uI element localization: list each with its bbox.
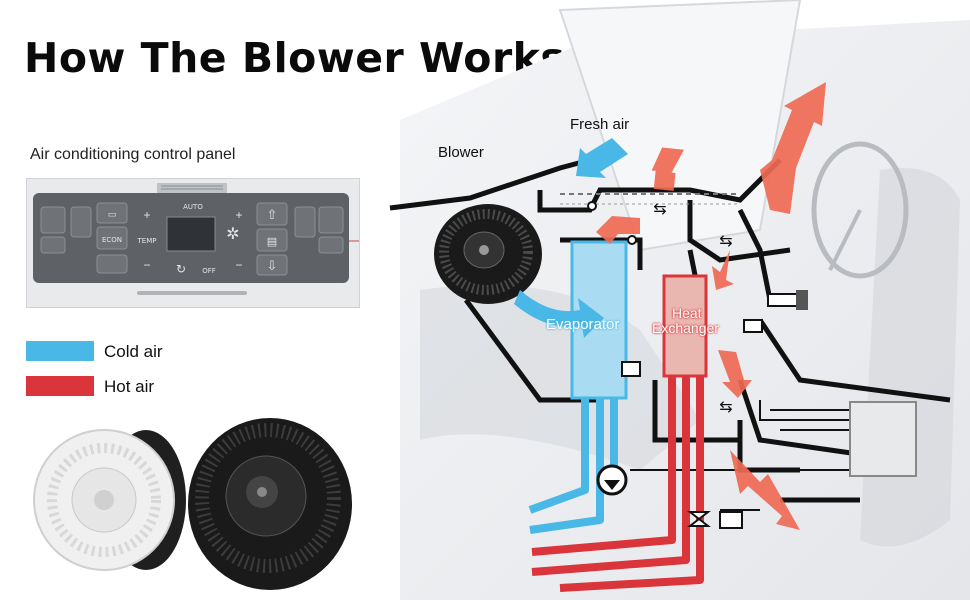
temp-label: TEMP [137,237,157,245]
legend-swatch-hot [26,376,94,396]
hot-pipes [531,376,704,592]
blower-label: Blower [438,144,484,161]
legend-label-hot: Hot air [104,377,155,396]
exchanger-label: Exchanger [652,320,719,336]
vent-icon: ▤ [267,235,277,248]
duct-outline [389,157,951,503]
right-temp-minus-label: − [235,258,242,272]
vent-down-button[interactable] [256,254,288,276]
air-conditioning-control-panel: ▭ ECON + TEMP − AUTO ✲ ↻ OFF + − ⇧ ▤ ⇩ [26,178,360,308]
temp-plus-label: + [143,208,150,222]
controller-module [849,401,917,477]
svg-text:⇆: ⇆ [653,199,666,218]
econ-button[interactable] [96,226,128,250]
hot-air-arrows [596,82,826,530]
arrow-down-icon: ⇩ [267,259,278,274]
svg-text:⇆: ⇆ [719,397,732,416]
seat-heat-left-button[interactable] [40,206,66,234]
svg-text:⇆: ⇆ [719,231,732,250]
valve-icon [687,511,711,527]
evaporator-label: Evaporator [546,316,620,333]
cold-air-arrows [514,138,628,338]
page-title: How The Blower Works ? [24,34,605,82]
off-label: OFF [202,267,216,275]
heat-exchanger-block [662,274,708,378]
heat-label: Heat [672,305,702,321]
fan-icon: ✲ [226,224,239,243]
svg-text:▭: ▭ [108,210,117,220]
seat-heat-right-button[interactable] [318,206,344,234]
legend-label-cold: Cold air [104,342,163,361]
recirculation-icon: ↻ [176,262,186,276]
display-screen [166,216,216,252]
fresh-air-label: Fresh air [570,116,630,133]
defrost-button[interactable] [96,202,128,224]
vent-up-button[interactable] [256,202,288,226]
steering-wheel-icon [811,141,909,279]
temp-minus-label: − [143,258,150,272]
blower-fan-icon [434,204,542,304]
vent-mode-button[interactable] [256,228,288,252]
legend-swatch-cold [26,341,94,361]
right-temp-plus-label: + [235,208,242,222]
control-panel-illustration: ▭ ECON + TEMP − AUTO ✲ ↻ OFF + − ⇧ ▤ ⇩ [33,183,359,295]
arrow-up-icon: ⇧ [267,208,278,223]
econ-label: ECON [102,236,122,244]
auto-label: AUTO [183,203,203,211]
control-panel-label: Air conditioning control panel [30,146,236,163]
